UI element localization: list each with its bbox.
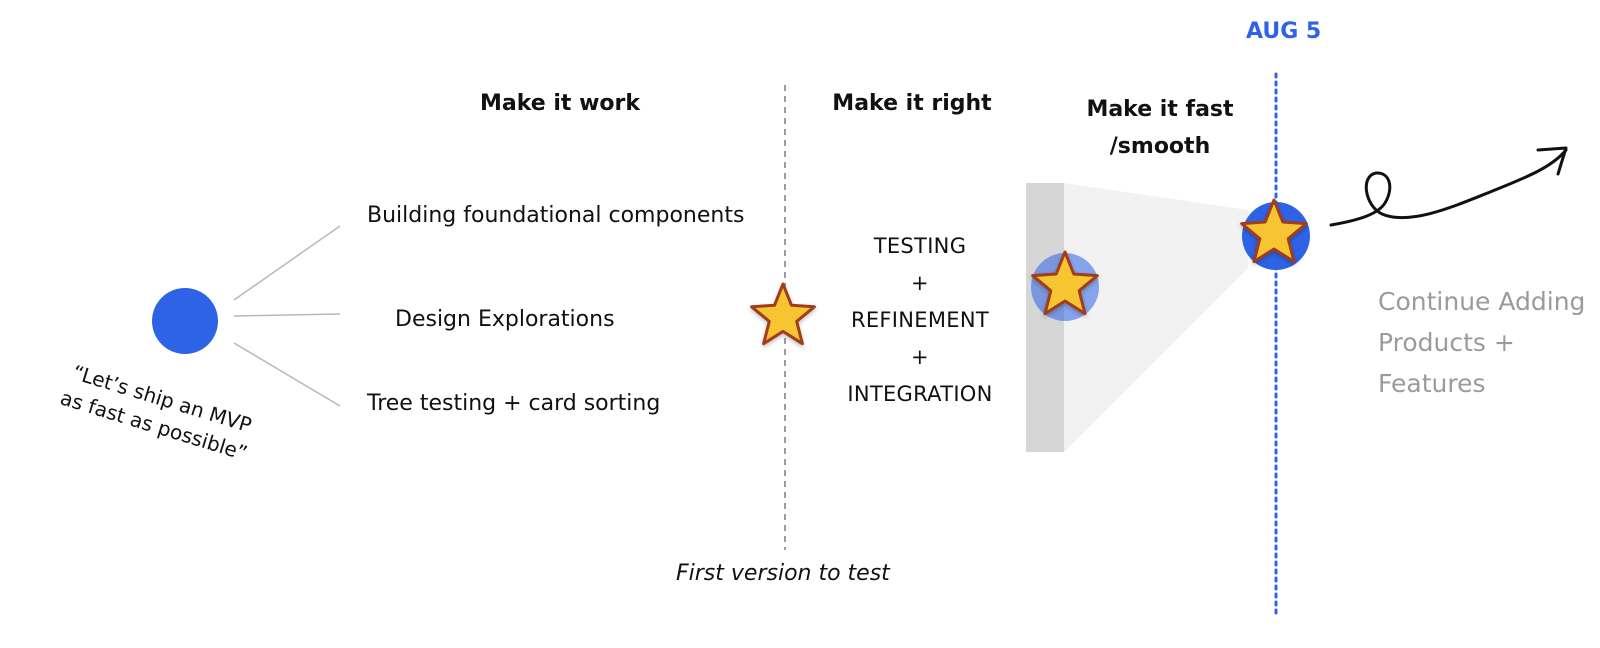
launch-star-icon bbox=[1240, 198, 1308, 264]
growth-arrow-icon bbox=[1329, 146, 1568, 227]
continue-note: Continue Adding Products + Features bbox=[1378, 287, 1586, 398]
work-item: Design Explorations bbox=[395, 307, 615, 332]
branch-connector-1 bbox=[233, 225, 341, 301]
refinement-star-icon bbox=[1031, 250, 1099, 316]
phase-step: + bbox=[911, 271, 929, 295]
start-node bbox=[152, 288, 218, 354]
phase-step: INTEGRATION bbox=[847, 382, 993, 406]
phase-title-work: Make it work bbox=[480, 91, 640, 116]
projection-wedge bbox=[1064, 183, 1248, 452]
milestone-caption: First version to test bbox=[676, 561, 890, 586]
milestone-star-icon bbox=[750, 282, 816, 346]
phase-step: + bbox=[911, 345, 929, 369]
branch-connector-2 bbox=[233, 313, 341, 317]
phase-step: TESTING bbox=[873, 234, 967, 258]
date-marker-label: AUG 5 bbox=[1246, 19, 1322, 44]
work-item: Building foundational components bbox=[367, 203, 745, 228]
phase-title-fast: Make it fast /smooth bbox=[1086, 97, 1234, 159]
phase-step: REFINEMENT bbox=[850, 308, 990, 332]
phase-title-right: Make it right bbox=[832, 91, 992, 116]
work-item: Tree testing + card sorting bbox=[367, 391, 661, 416]
branch-connector-3 bbox=[233, 342, 341, 407]
